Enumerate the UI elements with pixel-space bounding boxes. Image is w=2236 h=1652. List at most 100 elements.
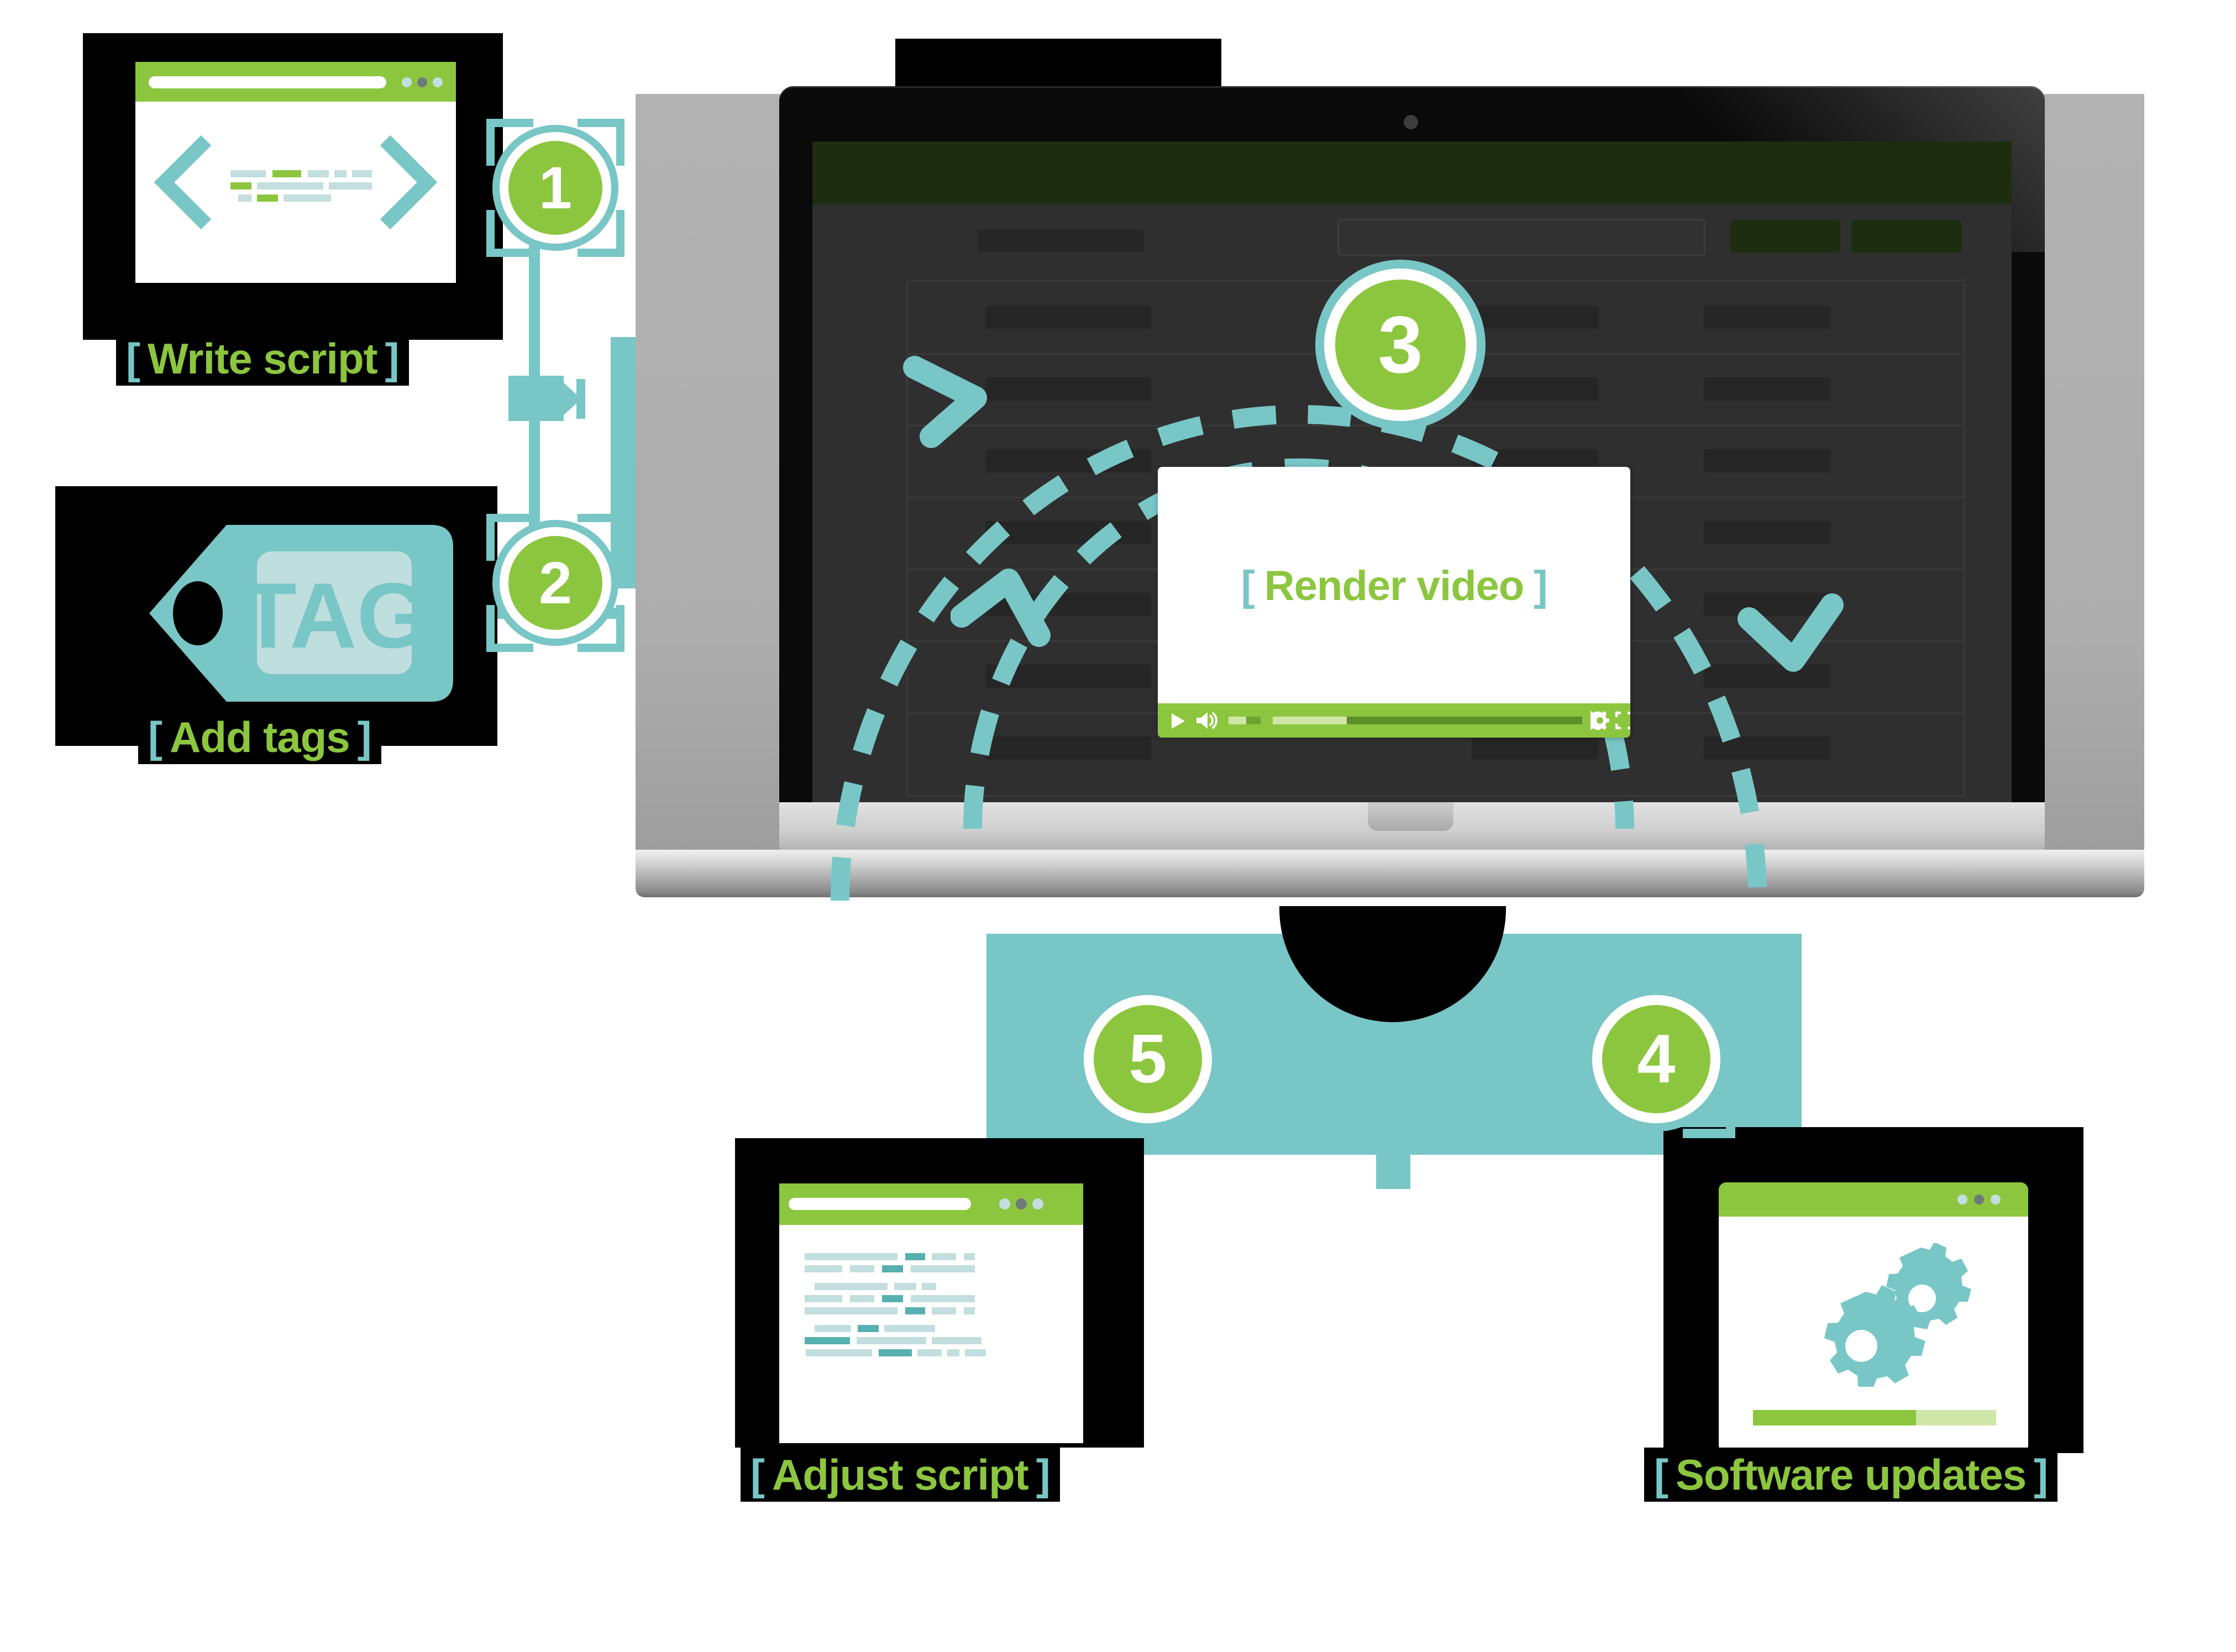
toolbar-placeholder: [978, 230, 1144, 252]
gears-icon: [1824, 1243, 1971, 1387]
code-block: [238, 194, 251, 202]
card-label-text: Add tags: [169, 712, 350, 761]
table-cell: [1472, 306, 1599, 329]
connector-arrow-icon: [560, 371, 585, 427]
window-dot-light2[interactable]: [1991, 1195, 2001, 1204]
text-line-block: [922, 1283, 936, 1290]
card-label-software-updates: [ Software updates ]: [1644, 1448, 2058, 1502]
badge-corner-tr: [1174, 981, 1227, 1033]
text-line-block: [965, 1349, 986, 1356]
step-badge-5[interactable]: 5: [1069, 981, 1227, 1138]
volume-icon[interactable]: [1195, 711, 1217, 730]
text-line-block: [911, 1265, 975, 1272]
window-dot-dark[interactable]: [1016, 1198, 1027, 1209]
volume-slider-track[interactable]: [1229, 717, 1261, 724]
text-line-block: [850, 1265, 874, 1272]
badge-disc[interactable]: 3: [1324, 269, 1477, 421]
window-dot-light2[interactable]: [433, 77, 443, 87]
text-line-block: [905, 1307, 925, 1314]
arc-arrowhead-left-upper: [903, 356, 987, 448]
badge-corner-br: [578, 210, 624, 257]
badge-corner-tr: [578, 514, 624, 561]
tag-icon-text: TAG: [240, 564, 429, 667]
gear-icon[interactable]: [1591, 711, 1609, 730]
step-badge-1[interactable]: 1: [486, 119, 624, 257]
fullscreen-icon[interactable]: [1615, 712, 1630, 729]
laptop-base: [636, 850, 2144, 897]
bracket-close: ]: [385, 334, 400, 383]
window-dot-dark[interactable]: [1974, 1195, 1984, 1204]
connector-node: [508, 376, 564, 421]
badge-corner-tl: [486, 119, 533, 166]
badge-corner-tr: [1683, 981, 1735, 1033]
text-line-block: [911, 1295, 975, 1302]
card-software-updates: [1663, 1127, 2083, 1453]
browser-url-pill[interactable]: [789, 1198, 971, 1210]
text-line-block: [857, 1337, 926, 1344]
bracket-close: ]: [1534, 562, 1547, 609]
browser-url-pill[interactable]: [149, 76, 386, 88]
table-cell: [1704, 593, 1831, 616]
card-label-text: Software updates: [1675, 1450, 2027, 1499]
badge-corner-bl: [1069, 1086, 1122, 1138]
webcam-dot: [1404, 115, 1418, 129]
step-badge-3[interactable]: 3: [1310, 254, 1481, 425]
bracket-open: [: [126, 334, 140, 383]
window-dot-light[interactable]: [1957, 1195, 1967, 1204]
badge-corner-br: [1174, 1086, 1227, 1138]
card-label-text: Write script: [147, 334, 378, 383]
badge-corner-tr: [578, 119, 624, 166]
text-line-block: [806, 1349, 872, 1356]
badge-corner-bl: [1578, 1086, 1630, 1138]
badge-corner-bl: [486, 605, 533, 652]
play-icon[interactable]: [1170, 712, 1187, 730]
code-block: [272, 170, 301, 177]
window-dot-light[interactable]: [999, 1198, 1010, 1209]
text-line-block: [805, 1253, 897, 1260]
header-button-1[interactable]: [1730, 220, 1840, 253]
code-block: [334, 170, 347, 177]
table-cell: [1704, 665, 1831, 688]
bracket-close: ]: [1036, 1450, 1051, 1499]
card-label-adjust-script: [ Adjust script ]: [741, 1448, 1060, 1502]
software-updates-window: [1719, 1182, 2028, 1453]
header-button-2[interactable]: [1851, 220, 1962, 253]
video-player-title-text: Render video: [1264, 562, 1524, 609]
tag-icon: TAG: [149, 525, 453, 702]
text-line-block: [947, 1349, 959, 1356]
text-line-block: [805, 1307, 897, 1314]
window-dot-light[interactable]: [402, 77, 412, 87]
badge-corner-br: [578, 605, 624, 652]
badge-disc[interactable]: 1: [500, 132, 611, 244]
badge-corner-tl: [1578, 981, 1630, 1033]
step-badge-4[interactable]: 4: [1578, 981, 1735, 1138]
bracket-close: ]: [357, 712, 372, 761]
code-block: [329, 182, 372, 190]
window-dot-light2[interactable]: [1032, 1198, 1043, 1209]
search-field[interactable]: [1337, 219, 1705, 256]
step-badge-2[interactable]: 2: [486, 514, 624, 652]
update-progress-track: [1753, 1410, 1996, 1425]
video-progress-track[interactable]: [1273, 717, 1582, 724]
arc-arrowhead-right-lower: [1738, 593, 1844, 672]
table-cell: [1704, 449, 1831, 472]
window-dot-dark[interactable]: [417, 77, 427, 87]
laptop-chin-notch: [1368, 802, 1453, 831]
text-line-block: [932, 1253, 956, 1260]
badge-disc[interactable]: 4: [1592, 995, 1720, 1123]
badge-number: 2: [538, 549, 573, 616]
bracket-open: [: [1654, 1450, 1668, 1499]
text-line-block: [917, 1349, 942, 1356]
badge-disc[interactable]: 2: [500, 527, 611, 639]
badge-disc[interactable]: 5: [1084, 995, 1212, 1123]
card-adjust-script: [735, 1138, 1144, 1448]
badge-corner-tl: [486, 514, 533, 561]
adjust-script-browser-window: [779, 1183, 1083, 1443]
text-line-block: [850, 1295, 874, 1302]
badge-number: 5: [1129, 1021, 1167, 1097]
table-cell: [1704, 521, 1831, 544]
card-label-text: Adjust script: [771, 1450, 1029, 1499]
code-block: [230, 182, 251, 190]
card-label-write-script: [ Write script ]: [116, 332, 409, 386]
text-line-block: [882, 1295, 903, 1302]
